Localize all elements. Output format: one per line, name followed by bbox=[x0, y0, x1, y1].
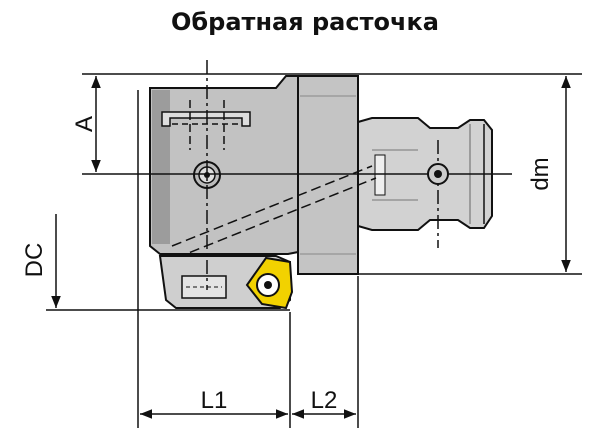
drawing-title: Обратная расточка bbox=[171, 8, 439, 36]
extension-lines bbox=[46, 73, 582, 428]
cutting-insert bbox=[245, 256, 294, 310]
dim-dc: DC bbox=[21, 214, 61, 308]
head-body bbox=[149, 75, 377, 259]
centre-lines bbox=[82, 60, 512, 290]
dim-a-label: A bbox=[71, 116, 98, 132]
dim-dc-label: DC bbox=[21, 243, 48, 278]
dim-l2-label: L2 bbox=[311, 387, 338, 414]
dim-l1: L1 bbox=[140, 387, 288, 419]
dim-dm: dm bbox=[527, 76, 571, 272]
dim-l2: L2 bbox=[292, 387, 356, 419]
flange bbox=[297, 75, 359, 275]
dim-a: A bbox=[71, 76, 101, 172]
dim-dm-label: dm bbox=[527, 157, 554, 190]
dim-l1-label: L1 bbox=[201, 387, 228, 414]
